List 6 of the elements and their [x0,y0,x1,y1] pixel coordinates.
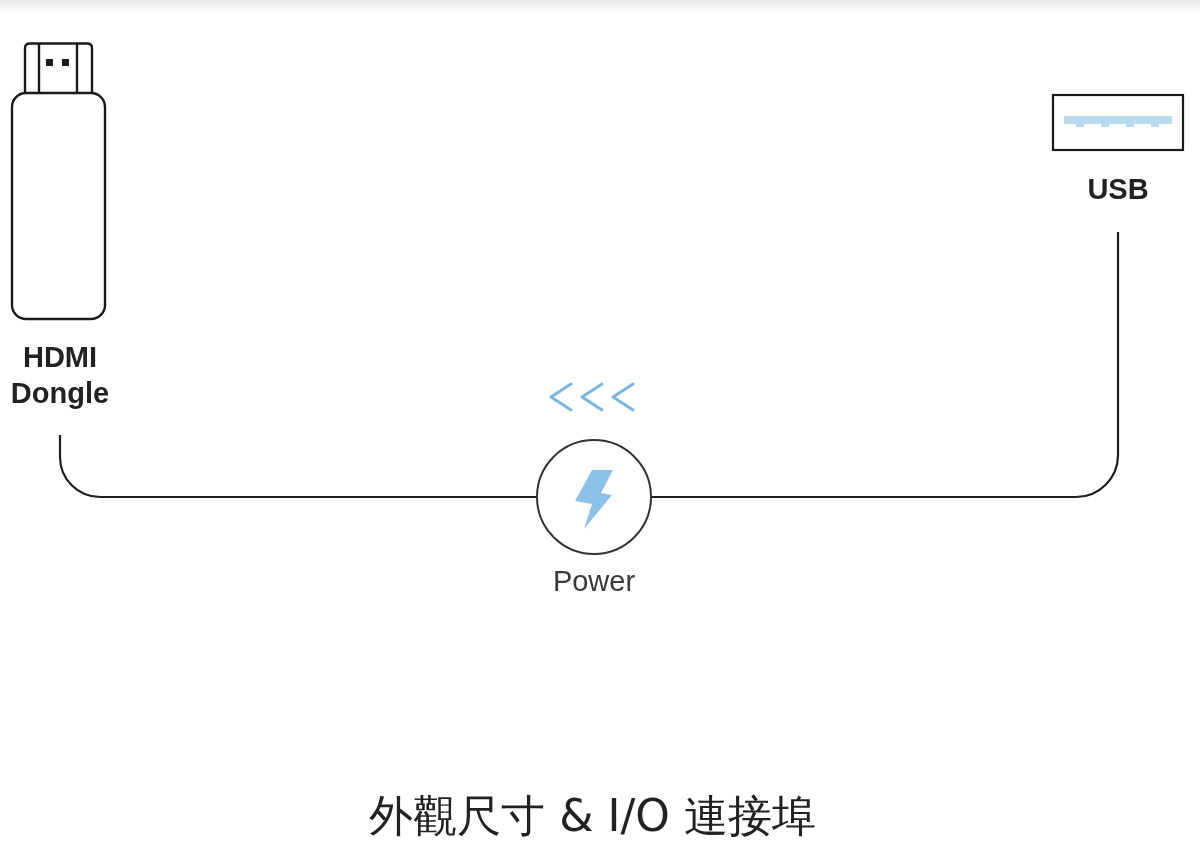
node-label: Power [551,564,637,599]
diagram-title: 外觀尺寸 & I/O 連接埠 [368,790,817,842]
connector-line [58,435,536,499]
node-label: HDMI Dongle [9,340,111,411]
connector-line [652,232,1120,499]
node-label: USB [1086,172,1150,207]
